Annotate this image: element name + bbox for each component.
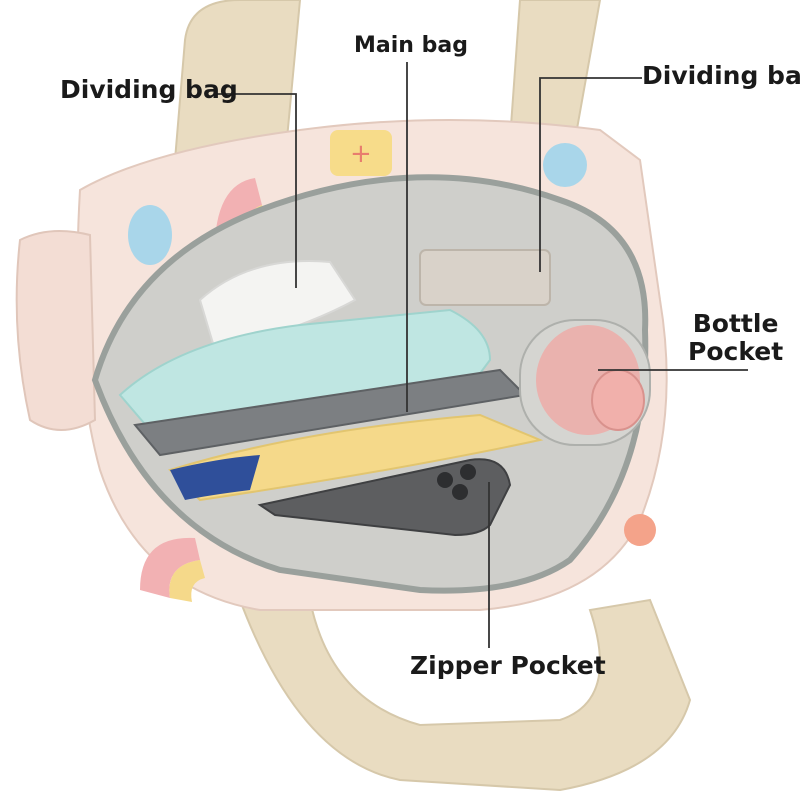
leader-line-dividing-right: [539, 77, 642, 272]
top-handle: [173, 0, 302, 161]
folded-towel: [419, 249, 551, 306]
callout-bottle-pocket: Bottle Pocket: [688, 310, 783, 366]
bottom-strap: [238, 598, 692, 792]
towel-item-blue: [170, 455, 260, 500]
cross-badge-mark: +: [350, 139, 372, 169]
top-handle-right: [508, 0, 602, 141]
callout-zipper-pocket: Zipper Pocket: [410, 651, 606, 680]
phone-camera: [460, 464, 476, 480]
phone-camera: [437, 472, 453, 488]
leader-line-dividing-left: [217, 93, 297, 288]
towel-item: [168, 413, 544, 502]
cloud-pattern: [128, 205, 172, 265]
rainbow-pattern: [169, 560, 205, 602]
callout-dividing-bag-left: Dividing bag: [60, 75, 238, 104]
phone-camera: [452, 484, 468, 500]
sun-pattern: [624, 514, 656, 546]
smiley-pattern: [543, 143, 587, 187]
callout-main-bag: Main bag: [354, 33, 468, 58]
rainbow-pattern: [140, 537, 200, 598]
callout-bottle-line1: Bottle: [692, 309, 779, 338]
callout-dividing-bag-right: Dividing bag: [642, 61, 800, 90]
callout-bottle-line2: Pocket: [688, 337, 784, 366]
cross-badge-pattern: [330, 130, 392, 176]
bottle-nipple: [591, 369, 645, 431]
side-pocket-left: [15, 230, 97, 431]
